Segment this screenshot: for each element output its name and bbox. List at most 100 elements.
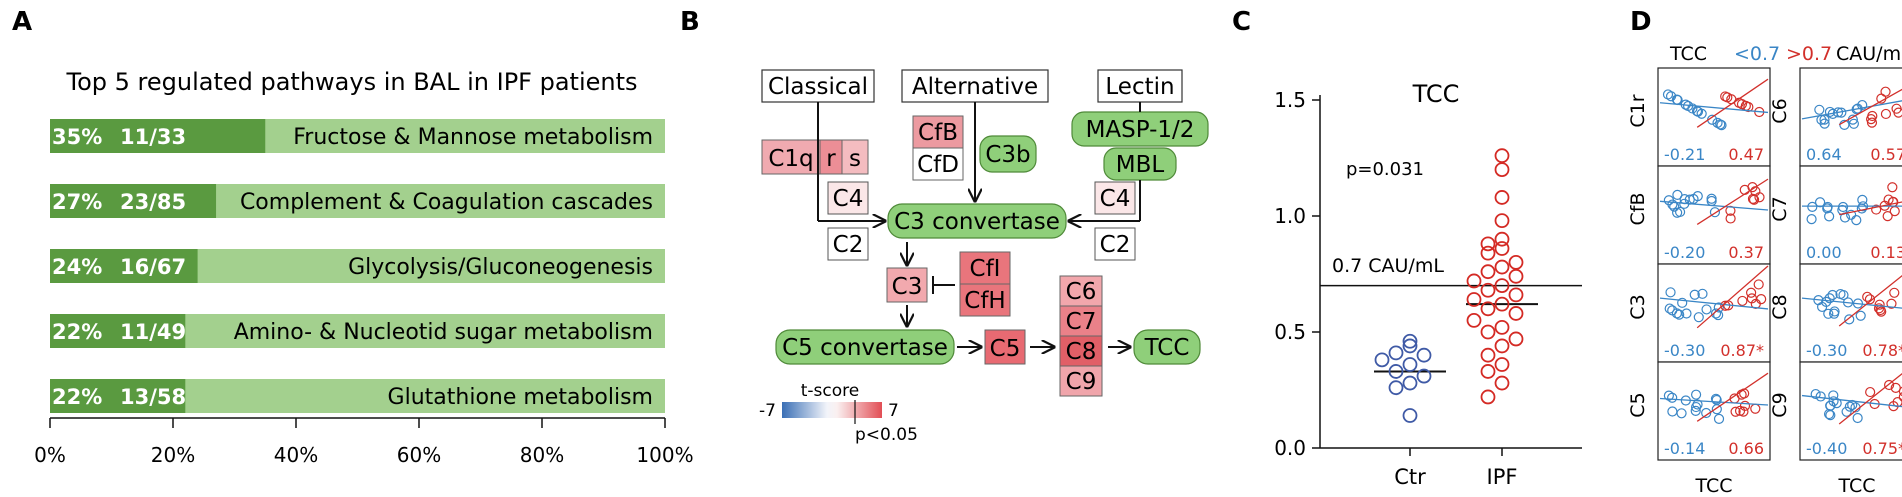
c3b-label: C3b — [985, 142, 1030, 168]
panel-a-title: Top 5 regulated pathways in BAL in IPF p… — [65, 68, 637, 96]
panel-d-xlabel-left: TCC — [1694, 475, 1732, 497]
data-point — [1466, 273, 1482, 289]
pathway-percent-label: 22% — [52, 385, 102, 409]
low-r-value: -0.14 — [1664, 439, 1705, 458]
low-point — [1709, 207, 1721, 218]
data-point — [1416, 347, 1432, 363]
c3-box — [886, 267, 928, 303]
pathway-percent-label: 24% — [52, 255, 102, 279]
low-regression-line — [1659, 102, 1769, 114]
subplot-label: C5 — [1627, 392, 1649, 417]
high-point — [1753, 279, 1764, 290]
c4-left-label: C4 — [833, 186, 864, 212]
low-regression-line — [1801, 100, 1902, 120]
low-point — [1844, 401, 1855, 412]
data-point — [1388, 380, 1404, 396]
cfh-label: CfH — [964, 288, 1005, 314]
c7-label: C7 — [1066, 309, 1097, 335]
panel-d-header-unit: CAU/mL — [1836, 43, 1902, 65]
high-point — [1886, 298, 1897, 309]
panel-c: C TCC p=0.031 0.7 CAU/mL 0.00.51.01.5 Ct… — [1232, 7, 1582, 489]
pathway-count-label: 13/58 — [120, 385, 186, 409]
high-point — [1882, 211, 1893, 222]
s-label: s — [849, 146, 861, 172]
high-r-value: 0.37 — [1728, 243, 1764, 262]
y-tick-label: 0.0 — [1274, 436, 1306, 460]
data-point — [1494, 319, 1510, 335]
pathway-name-label: Fructose & Mannose metabolism — [293, 125, 653, 150]
panel-d: D TCC <0.7 >0.7 CAU/mL C1r-0.210.47CfB-0… — [1627, 7, 1902, 497]
alternative-box — [901, 69, 1049, 103]
tscore-colorbar — [782, 402, 882, 418]
panel-d-header-low: <0.7 — [1734, 43, 1780, 65]
low-point — [1706, 193, 1717, 204]
cfb-box — [912, 115, 964, 149]
low-point — [1814, 104, 1825, 115]
high-point — [1865, 386, 1876, 398]
low-point — [1824, 211, 1835, 222]
high-point — [1747, 193, 1759, 204]
pathway-percent-label: 27% — [52, 190, 102, 214]
low-point — [1690, 405, 1701, 416]
classical-box — [761, 69, 875, 103]
c3-convertase-node — [887, 203, 1067, 239]
low-r-value: 0.00 — [1806, 243, 1842, 262]
subplot-frame — [1799, 67, 1902, 167]
data-point — [1416, 368, 1432, 384]
high-point — [1737, 295, 1748, 307]
panel-d-xlabel-right: TCC — [1837, 475, 1875, 497]
low-point — [1667, 392, 1678, 403]
low-point — [1674, 309, 1685, 320]
data-point — [1480, 236, 1496, 252]
panel-c-pvalue: p=0.031 — [1346, 159, 1424, 180]
low-point — [1825, 400, 1836, 411]
data-point — [1466, 292, 1482, 307]
data-point — [1494, 278, 1510, 294]
data-point — [1494, 375, 1510, 391]
high-r-value: 0.57 — [1870, 145, 1902, 164]
high-point — [1866, 117, 1878, 128]
pathway-bar-value — [50, 249, 198, 283]
pathway-count-label: 11/33 — [120, 125, 186, 149]
low-point — [1851, 215, 1862, 226]
panel-c-points — [1320, 148, 1582, 423]
low-point — [1713, 302, 1724, 313]
data-point — [1508, 268, 1524, 284]
y-tick-label: 1.0 — [1274, 204, 1306, 228]
c4-right-label: C4 — [1100, 186, 1131, 212]
panel-c-yticks: 0.00.51.01.5 — [1274, 88, 1320, 460]
high-point — [1730, 406, 1741, 417]
low-point — [1716, 120, 1727, 131]
panel-a: A Top 5 regulated pathways in BAL in IPF… — [12, 7, 694, 467]
data-point — [1466, 312, 1482, 328]
data-point — [1402, 333, 1418, 349]
cfb-label: CfB — [918, 120, 958, 146]
low-point — [1810, 388, 1821, 400]
low-point — [1824, 106, 1836, 118]
data-point — [1494, 296, 1510, 312]
x-tick-label: 100% — [636, 443, 693, 467]
pathway-name-label: Amino- & Nucleotid sugar metabolism — [234, 320, 653, 345]
high-point — [1738, 406, 1749, 417]
high-regression-line — [1838, 372, 1902, 425]
subplot-label: C6 — [1769, 98, 1791, 123]
low-point — [1848, 118, 1859, 129]
low-point — [1817, 301, 1828, 313]
c9-label: C9 — [1066, 369, 1097, 395]
c3b-node — [979, 135, 1037, 173]
high-point — [1884, 379, 1895, 391]
pathway-arrows — [817, 102, 1141, 347]
low-regression-line — [1659, 297, 1769, 310]
x-tick-label: IPF — [1487, 465, 1518, 489]
c5-label: C5 — [990, 336, 1021, 362]
tcc-label: TCC — [1144, 335, 1190, 361]
subplot-label: C7 — [1769, 196, 1791, 221]
low-point — [1701, 304, 1712, 315]
high-regression-line — [1696, 265, 1769, 329]
high-point — [1864, 294, 1876, 305]
high-point — [1747, 182, 1758, 193]
